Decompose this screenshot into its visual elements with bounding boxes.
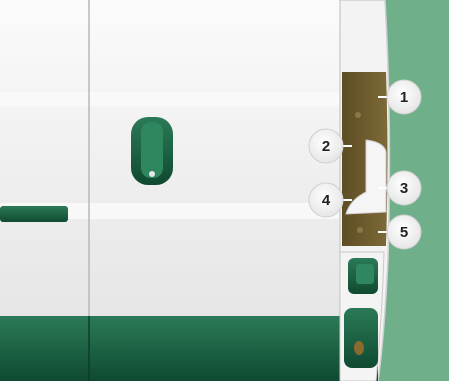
rear-bumper-lamp — [340, 252, 384, 381]
bulb-socket — [357, 227, 363, 233]
callout-label: 2 — [322, 138, 330, 155]
callout-label: 3 — [400, 180, 408, 197]
callout-label: 4 — [322, 192, 331, 209]
bottom-trim — [0, 316, 378, 381]
body-highlight-band — [0, 92, 340, 106]
bulb-socket — [355, 112, 361, 118]
side-rub-strip — [0, 206, 68, 222]
door-handle — [131, 117, 173, 185]
callout-label: 1 — [400, 89, 408, 106]
callout-label: 5 — [400, 224, 408, 241]
